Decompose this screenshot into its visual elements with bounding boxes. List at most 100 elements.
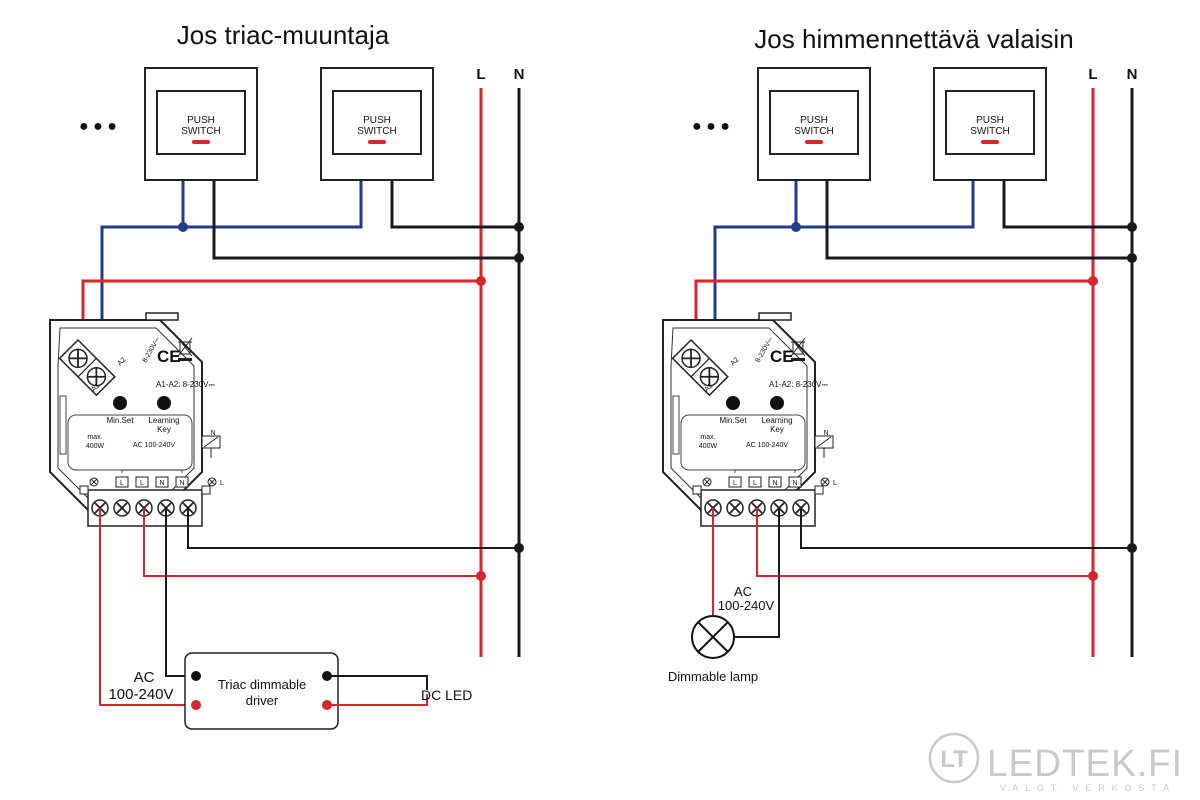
load-l-label: L	[220, 480, 224, 487]
control-junction	[791, 222, 801, 232]
push-switch: PUSH SWITCH	[144, 67, 258, 181]
terminal-label: L	[753, 480, 757, 487]
min-set-label: Min.Set	[719, 416, 747, 425]
live-wire-feed	[143, 508, 481, 577]
ac-range-label: AC 100-240V	[133, 442, 175, 449]
neutral-wire-switch-2	[390, 180, 519, 229]
right-panel: Jos himmennettävä valaisin L N ● ● ● PUS…	[662, 24, 1138, 684]
driver-label: Triac dimmable	[218, 677, 306, 692]
terminal-label: L	[733, 480, 737, 487]
terminal-label: L	[120, 480, 124, 487]
switch-label: SWITCH	[357, 126, 396, 137]
live-junction	[1088, 276, 1098, 286]
push-switch: PUSH SWITCH	[757, 67, 871, 181]
more-switches-ellipsis: ● ● ●	[692, 118, 730, 135]
terminal-label: N	[179, 480, 184, 487]
max-power-label: max.	[700, 434, 715, 441]
rail-label-neutral: N	[1127, 66, 1138, 83]
triac-driver: Triac dimmable driver	[184, 652, 339, 730]
driver-label: driver	[246, 693, 279, 708]
terminal-label: N	[159, 480, 164, 487]
terminal-label: N	[792, 480, 797, 487]
learning-key-label: Learning	[148, 416, 179, 425]
dimmer-module: 8-230V⎓ A1 A2 CE A1-A2: 8-230V⎓ Min.Set …	[49, 312, 224, 527]
neutral-wire-switch-1	[825, 180, 1132, 260]
control-wire-switch-2	[183, 180, 363, 229]
live-junction	[476, 571, 486, 581]
max-power-label: max.	[87, 434, 102, 441]
ac-label: AC	[134, 669, 155, 686]
neutral-wire-switch-1	[212, 180, 519, 260]
neutral-wire-driver	[165, 508, 196, 677]
a1-a2-voltage: A1-A2: 8-230V⎓	[769, 380, 828, 389]
a1-a2-voltage: A1-A2: 8-230V⎓	[156, 380, 215, 389]
dc-led-label: DC LED	[421, 687, 472, 703]
brand-tagline: VALOT VERKOSTA	[1000, 783, 1174, 793]
terminal-label: N	[772, 480, 777, 487]
more-switches-ellipsis: ● ● ●	[79, 118, 117, 135]
switch-label: SWITCH	[181, 126, 220, 137]
rail-label-live: L	[1088, 66, 1097, 83]
brand-name: LEDTEK.FI	[987, 743, 1183, 785]
neutral-wire-feed	[800, 508, 1132, 549]
neutral-junction	[514, 253, 524, 263]
ac-label: 100-240V	[718, 598, 775, 613]
terminal-label: L	[140, 480, 144, 487]
control-wire	[100, 180, 185, 362]
terminal-a2-label: A2	[729, 356, 740, 367]
control-junction	[178, 222, 188, 232]
dimmable-lamp-icon	[691, 615, 735, 659]
rail-label-neutral: N	[514, 66, 525, 83]
neutral-wire-lamp	[735, 508, 780, 638]
live-junction	[1088, 571, 1098, 581]
live-wire-driver	[99, 508, 196, 706]
neutral-wire-feed	[187, 508, 519, 549]
control-wire-switch-2	[796, 180, 975, 229]
switch-label: PUSH	[800, 115, 828, 126]
neutral-junction	[514, 543, 524, 553]
live-junction	[476, 276, 486, 286]
max-power-label: 400W	[699, 443, 718, 450]
ce-mark: CE	[770, 347, 794, 366]
switch-label: SWITCH	[794, 126, 833, 137]
control-wire	[713, 180, 798, 362]
neutral-junction	[514, 222, 524, 232]
switch-label: PUSH	[187, 115, 215, 126]
ce-mark: CE	[157, 347, 181, 366]
learning-key-label: Learning	[761, 416, 792, 425]
terminal-a1-label: A1	[90, 382, 101, 393]
load-n-label: N	[210, 430, 215, 437]
left-panel: Jos triac-muuntaja L N ● ● ● PUSH SWITCH…	[49, 20, 525, 730]
logo-letters: LT	[940, 746, 968, 773]
switch-label: PUSH	[976, 115, 1004, 126]
dc-output-wire	[327, 675, 428, 690]
brand-logo: LT LEDTEK.FI VALOT VERKOSTA	[928, 732, 1183, 793]
max-power-label: 400W	[86, 443, 105, 450]
ac-label: AC	[734, 584, 752, 599]
panel-title: Jos triac-muuntaja	[177, 20, 390, 50]
lamp-label: Dimmable lamp	[668, 669, 758, 684]
neutral-wire-switch-2	[1002, 180, 1132, 229]
switch-label: PUSH	[363, 115, 391, 126]
panel-title: Jos himmennettävä valaisin	[754, 24, 1073, 54]
learning-key-label: Key	[770, 425, 784, 434]
min-set-label: Min.Set	[106, 416, 134, 425]
ac-label: 100-240V	[108, 686, 173, 703]
neutral-junction	[1127, 253, 1137, 263]
logo-badge-icon	[928, 732, 980, 784]
neutral-junction	[1127, 543, 1137, 553]
push-switch: PUSH SWITCH	[933, 67, 1047, 181]
neutral-junction	[1127, 222, 1137, 232]
terminal-a1-label: A1	[703, 382, 714, 393]
push-switch: PUSH SWITCH	[320, 67, 434, 181]
live-wire-feed	[756, 508, 1093, 577]
dc-output-wire	[327, 694, 428, 706]
dimmer-module: 8-230V⎓ A1 A2 CE A1-A2: 8-230V⎓ Min.Set …	[662, 312, 837, 527]
switch-label: SWITCH	[970, 126, 1009, 137]
rail-label-live: L	[476, 66, 485, 83]
ac-range-label: AC 100-240V	[746, 442, 788, 449]
learning-key-label: Key	[157, 425, 171, 434]
load-l-label: L	[833, 480, 837, 487]
terminal-a2-label: A2	[116, 356, 127, 367]
